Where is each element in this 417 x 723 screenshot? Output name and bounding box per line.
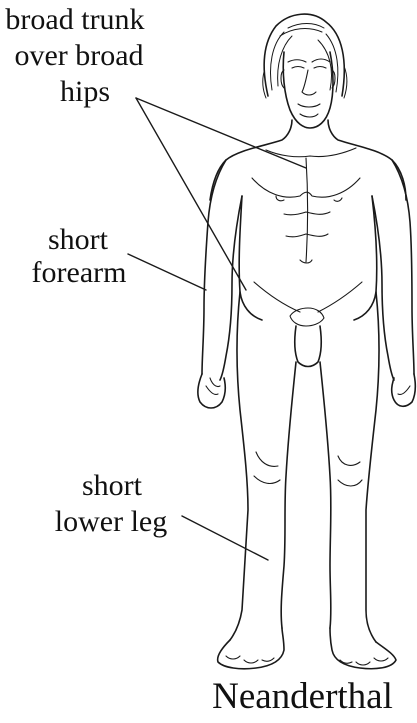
legs <box>230 292 379 642</box>
label-broad-trunk-line3: hips <box>40 76 130 108</box>
label-short-forearm-line1: short <box>18 224 138 256</box>
leader-line-trunk <box>136 98 306 168</box>
feet <box>218 628 396 669</box>
leader-line-lower-leg <box>182 516 268 560</box>
label-short-lower-leg-line1: short <box>62 470 162 502</box>
label-broad-trunk-line2: over broad <box>4 40 154 72</box>
label-short-forearm-line2: forearm <box>14 257 144 289</box>
label-short-lower-leg-line2: lower leg <box>36 506 186 538</box>
groin <box>290 308 324 367</box>
diagram-title: Neanderthal <box>190 676 415 718</box>
leader-line-hips <box>136 98 246 290</box>
head <box>281 52 335 128</box>
label-broad-trunk-line1: broad trunk <box>0 4 150 36</box>
left-arm <box>198 160 242 408</box>
